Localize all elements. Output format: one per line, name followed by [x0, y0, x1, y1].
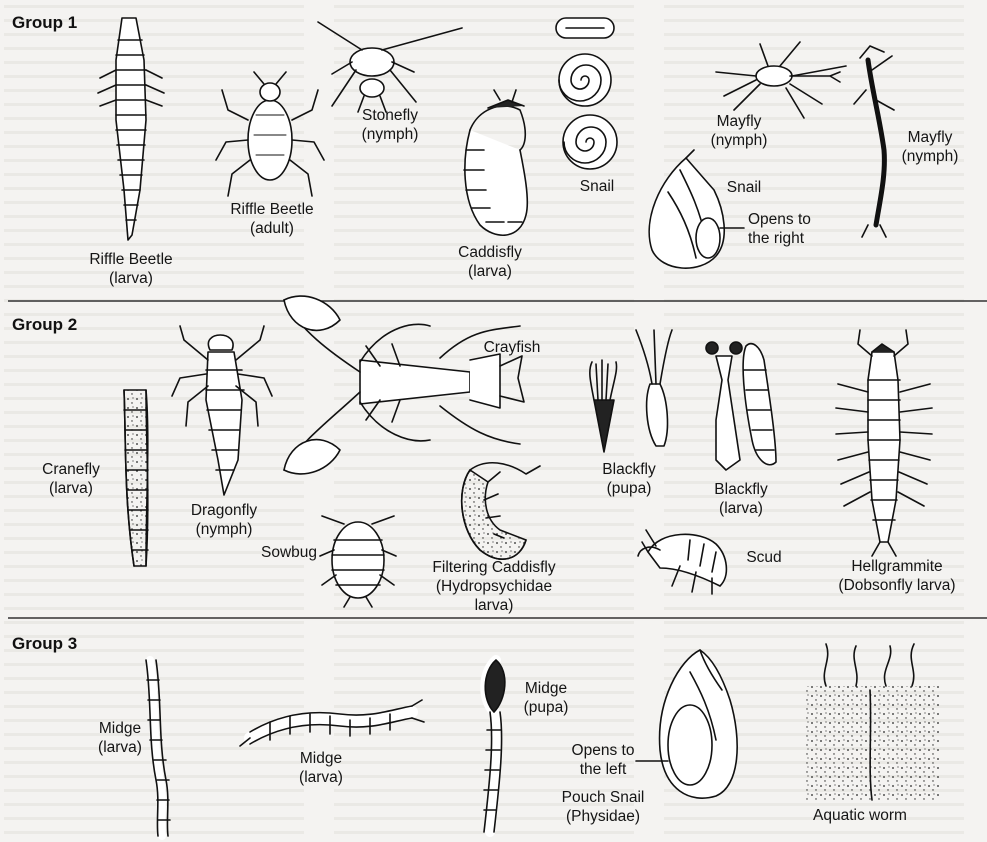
label-caddisfly: Caddisfly(larva) — [458, 243, 522, 281]
label-blackfly-pupa: Blackfly(pupa) — [602, 460, 655, 498]
label-midge-pupa: Midge(pupa) — [524, 679, 569, 717]
group-1-title: Group 1 — [12, 13, 77, 33]
label-riffle-beetle-adult: Riffle Beetle(adult) — [230, 200, 313, 238]
callout-opens-right: Opens tothe right — [748, 210, 811, 248]
label-riffle-beetle-larva: Riffle Beetle(larva) — [89, 250, 172, 288]
label-midge-larva-2: Midge(larva) — [299, 749, 343, 787]
label-snail-2: Snail — [727, 178, 761, 197]
group-3-title: Group 3 — [12, 634, 77, 654]
label-filtering-caddisfly: Filtering Caddisfly(Hydropsychidaelarva) — [432, 558, 555, 615]
label-mayfly-2: Mayfly(nymph) — [902, 128, 959, 166]
label-pouch-snail: Pouch Snail(Physidae) — [562, 788, 645, 826]
label-stonefly: Stonefly(nymph) — [362, 106, 419, 144]
label-cranefly: Cranefly(larva) — [42, 460, 100, 498]
label-mayfly-1: Mayfly(nymph) — [711, 112, 768, 150]
label-hellgrammite: Hellgrammite(Dobsonfly larva) — [838, 557, 955, 595]
label-sowbug: Sowbug — [261, 543, 317, 562]
label-midge-larva-1: Midge(larva) — [98, 719, 142, 757]
label-scud: Scud — [746, 548, 781, 567]
label-blackfly-larva: Blackfly(larva) — [714, 480, 767, 518]
label-crayfish: Crayfish — [484, 338, 541, 357]
label-aquatic-worm: Aquatic worm — [813, 806, 907, 825]
callout-opens-left: Opens tothe left — [572, 741, 635, 779]
label-snail-1: Snail — [580, 177, 614, 196]
label-dragonfly: Dragonfly(nymph) — [191, 501, 257, 539]
group-2-title: Group 2 — [12, 315, 77, 335]
